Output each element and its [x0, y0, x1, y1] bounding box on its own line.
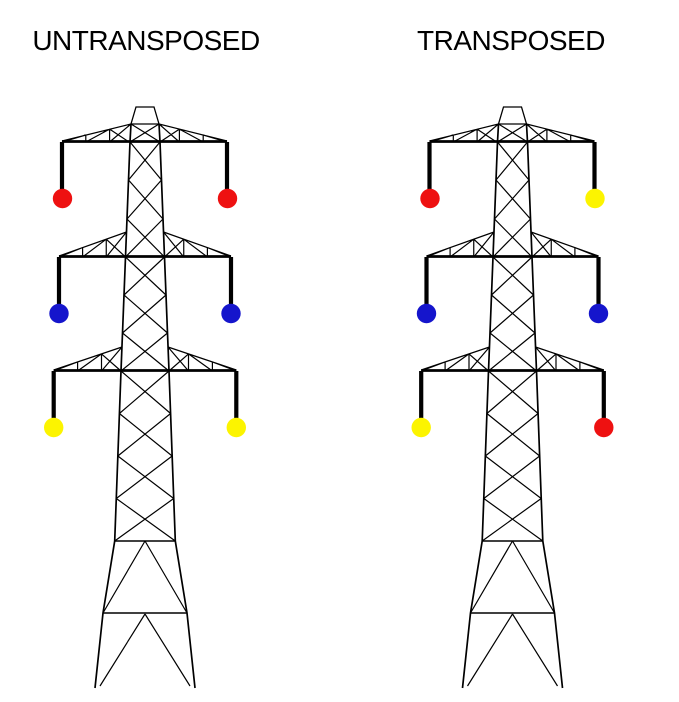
conductor-transposed-bottom-right — [594, 417, 614, 438]
conductor-untransposed-middle-right — [221, 303, 241, 324]
transmission-tower-untransposed — [54, 107, 237, 688]
conductor-transposed-top-right — [585, 188, 605, 209]
conductor-transposed-middle-right — [588, 303, 609, 324]
conductor-untransposed-bottom-left — [44, 417, 64, 438]
transposed-label: TRANSPOSED — [417, 25, 605, 56]
untransposed-label: UNTRANSPOSED — [32, 25, 260, 56]
conductor-transposed-bottom-left — [411, 417, 431, 438]
transmission-tower-transposed — [421, 107, 604, 688]
conductor-transposed-middle-left — [416, 303, 437, 324]
conductor-untransposed-middle-left — [49, 303, 69, 324]
conductor-untransposed-top-right — [217, 188, 238, 209]
conductor-transposed-top-left — [420, 188, 440, 209]
conductor-untransposed-bottom-right — [226, 417, 246, 438]
conductor-untransposed-top-left — [52, 188, 73, 209]
conductors-transposed — [411, 188, 614, 438]
conductors-untransposed — [44, 188, 246, 438]
